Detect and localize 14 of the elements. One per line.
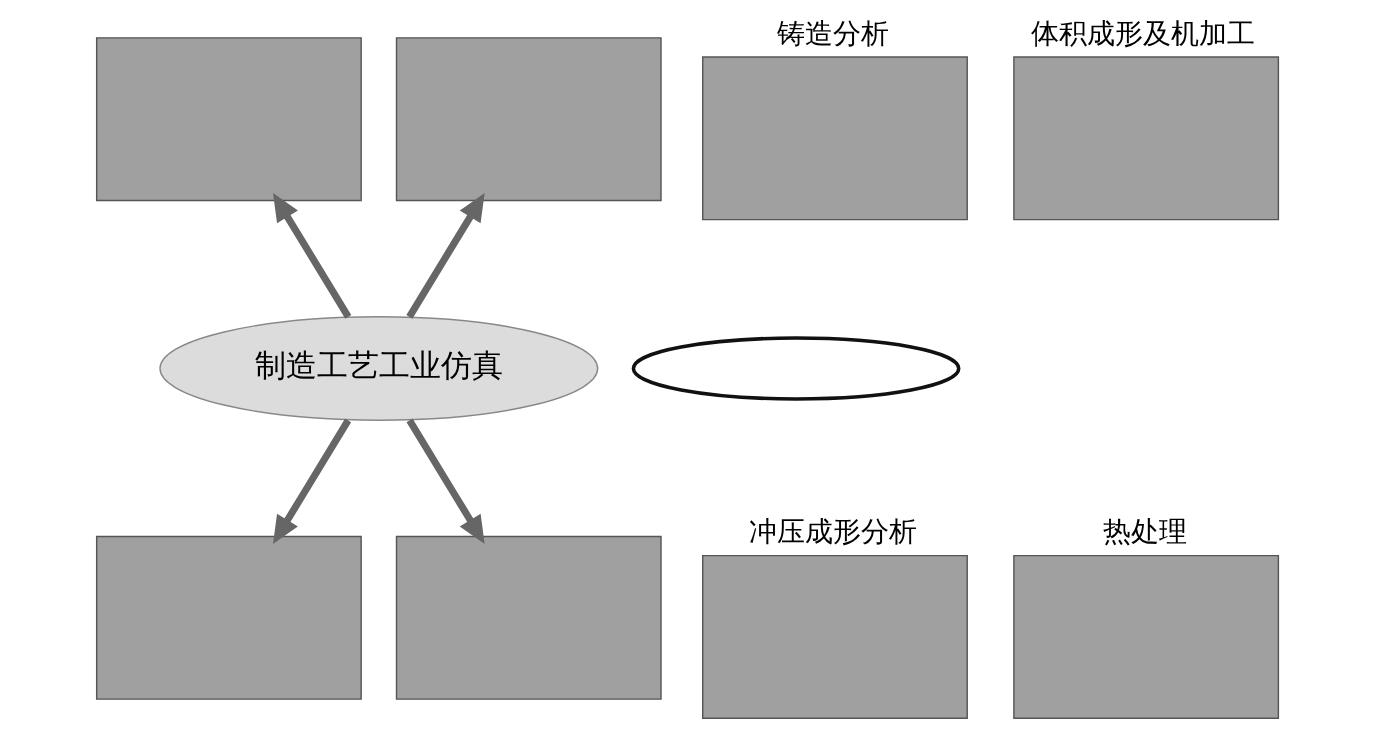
node-box — [395, 535, 662, 700]
node-label: 体积成形及机加工 — [1030, 16, 1255, 50]
arrow — [406, 193, 485, 319]
node-label: 热处理 — [1103, 515, 1188, 549]
arrow — [273, 193, 352, 319]
node-ellipse — [631, 336, 961, 401]
node-box — [95, 535, 362, 700]
arrow — [406, 418, 485, 544]
node-label: 铸造分析 — [776, 16, 889, 50]
node-ellipse: 制造工艺工业仿真 — [159, 316, 599, 421]
node-box — [95, 37, 362, 202]
arrow — [273, 418, 352, 544]
node-box — [395, 37, 662, 202]
node-label: 冲压成形分析 — [748, 515, 917, 549]
